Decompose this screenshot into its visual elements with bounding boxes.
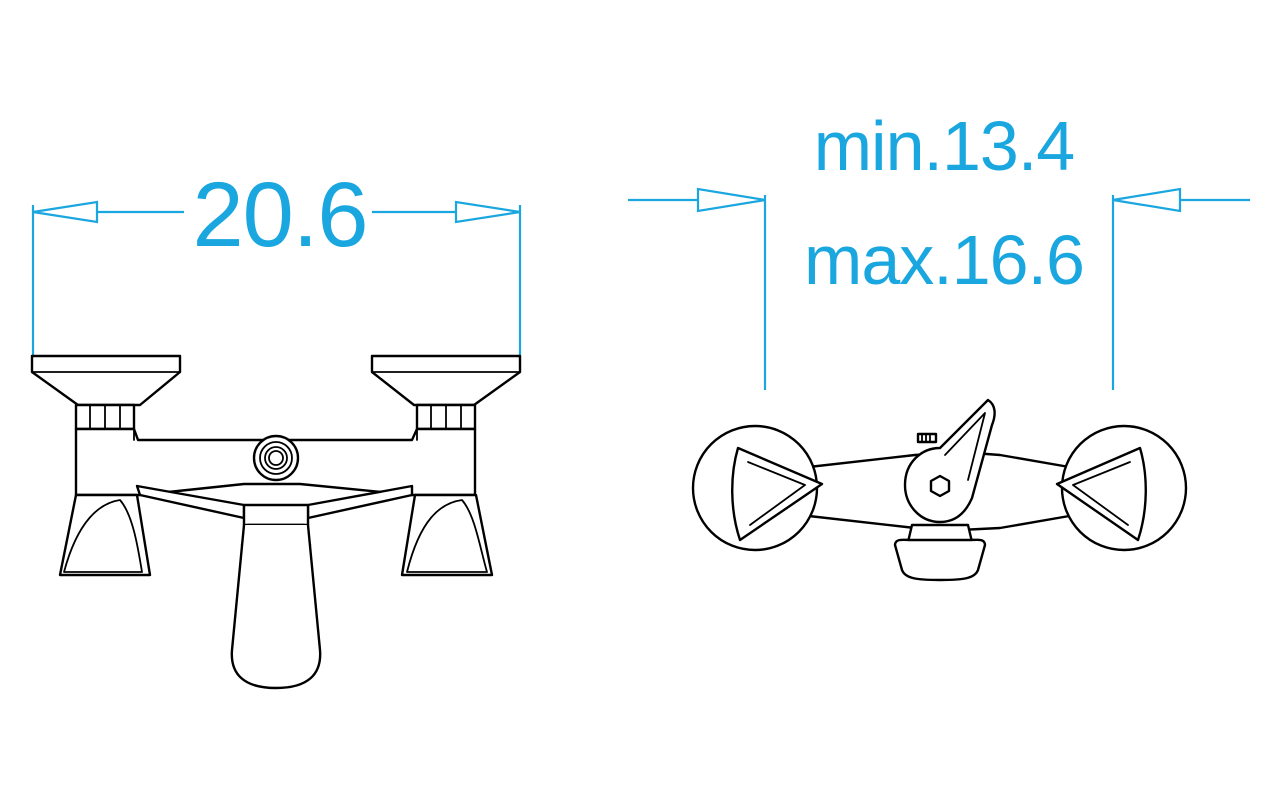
diverter-ring-core xyxy=(268,450,284,466)
spout xyxy=(230,523,322,690)
top-view: min.13.4 max.16.6 xyxy=(628,107,1250,582)
centers-arrow-right xyxy=(1112,187,1182,213)
centers-dimension: min.13.4 max.16.6 xyxy=(628,107,1250,390)
front-view: 20.6 xyxy=(30,164,522,690)
right-lever-inner xyxy=(1072,461,1131,526)
left-handle-cap xyxy=(30,354,182,407)
lever-tab xyxy=(916,432,938,444)
top-spout-knob xyxy=(893,538,987,582)
right-lever-triangle xyxy=(1055,446,1147,542)
centers-arrow-left xyxy=(696,187,766,213)
max-centers-label: max.16.6 xyxy=(804,221,1084,299)
width-arrow-left xyxy=(32,200,99,224)
min-centers-label: min.13.4 xyxy=(814,107,1074,185)
central-lever-highlight xyxy=(944,412,986,481)
width-label: 20.6 xyxy=(192,164,367,266)
hex-socket xyxy=(929,474,951,498)
central-lever xyxy=(903,398,996,524)
diverter-ring-middle xyxy=(259,441,293,475)
right-valve-bell xyxy=(400,493,494,577)
left-valve-shade xyxy=(63,499,143,573)
diverter-ring-inner xyxy=(264,446,288,470)
left-lever-triangle xyxy=(731,446,824,542)
left-valve-bell xyxy=(58,493,152,577)
right-valve-shade xyxy=(406,499,488,573)
width-arrow-right xyxy=(454,200,521,224)
right-handle-cap xyxy=(370,354,522,407)
width-dimension: 20.6 xyxy=(31,164,522,356)
spout-collar xyxy=(242,503,310,527)
left-lever-inner xyxy=(747,461,806,526)
